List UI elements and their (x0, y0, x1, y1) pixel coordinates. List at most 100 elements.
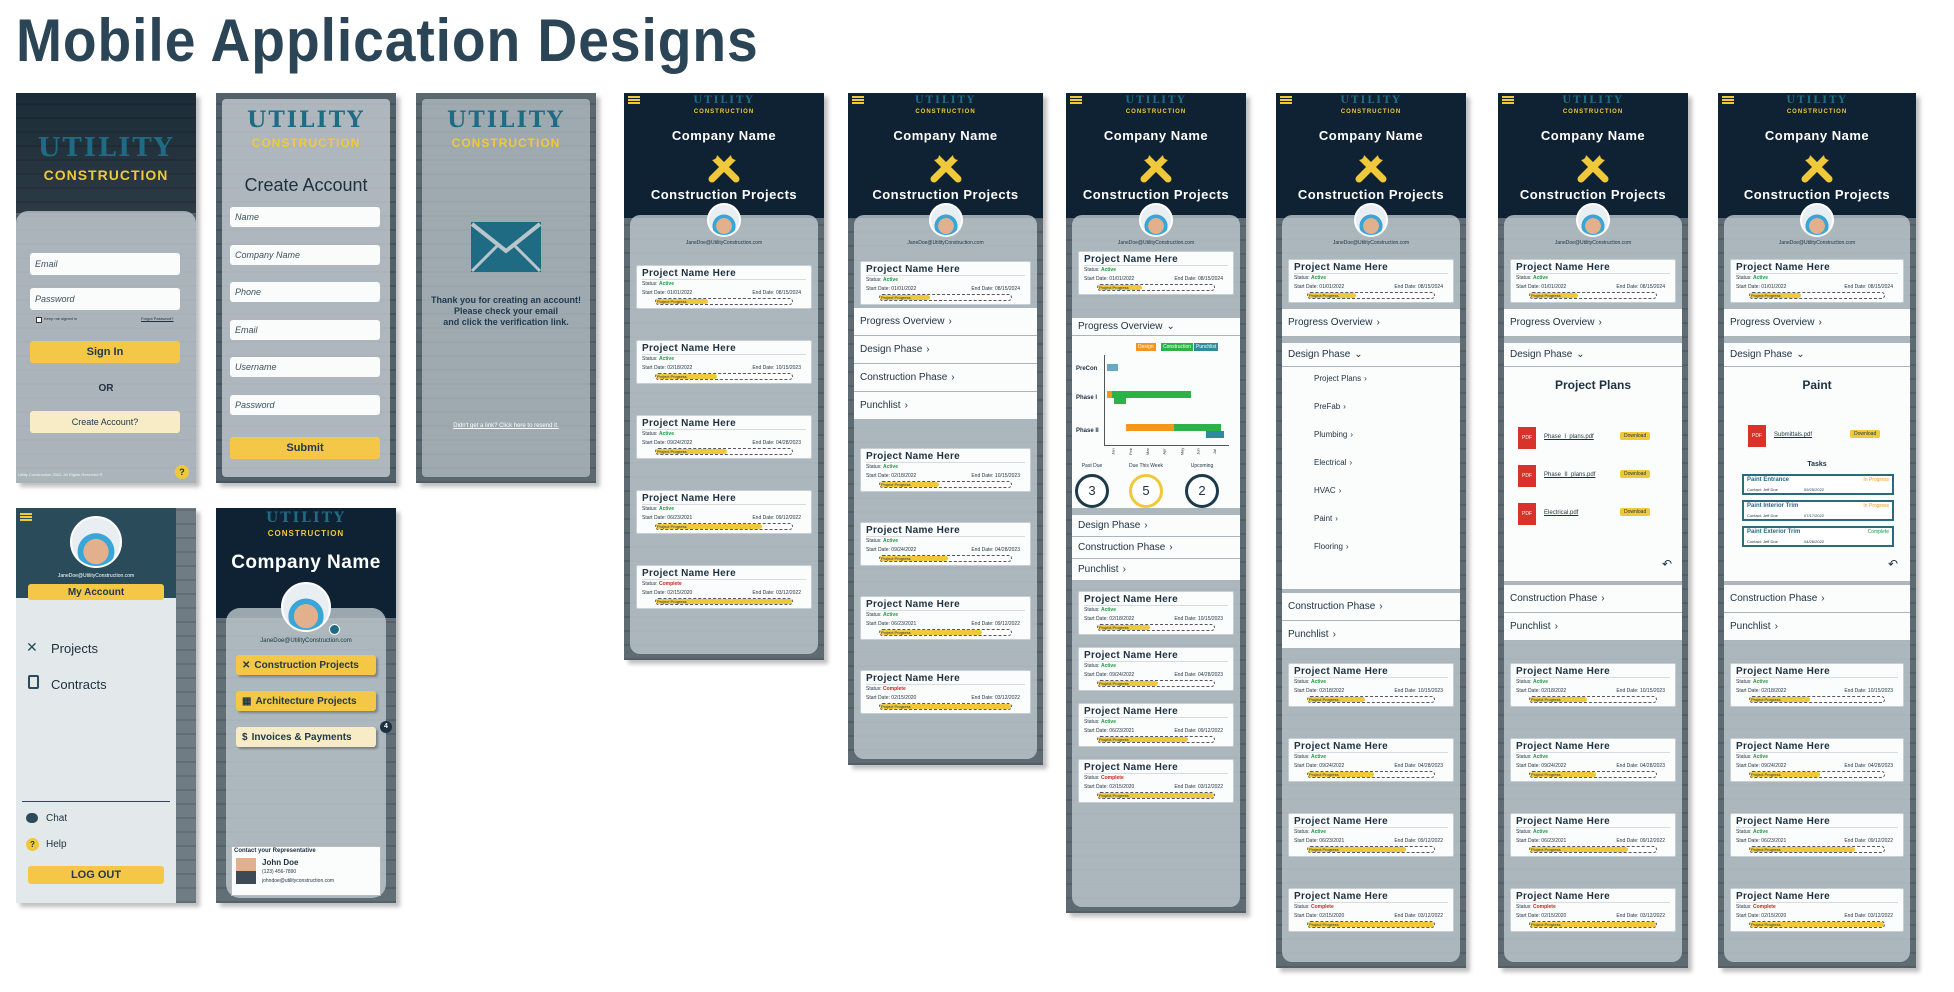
menu-icon[interactable] (1502, 96, 1514, 104)
design-item[interactable]: Paint› (1314, 514, 1338, 523)
design-item[interactable]: Project Plans› (1314, 374, 1367, 383)
help-menu-item[interactable]: Help (46, 839, 67, 850)
row-punch[interactable]: Punchlist› (1724, 613, 1910, 641)
row-design[interactable]: Design Phase⌄ (1504, 343, 1682, 367)
chat-menu-item[interactable]: Chat (46, 813, 68, 824)
row-punch[interactable]: Punchlist› (854, 392, 1037, 420)
camera-icon[interactable] (329, 624, 340, 635)
file-link[interactable]: Submittals.pdf (1774, 432, 1813, 438)
row-design[interactable]: Design Phase› (854, 336, 1037, 364)
row-design[interactable]: Design Phase⌄ (1282, 343, 1460, 367)
company-name-field[interactable]: Company Name (230, 245, 380, 265)
row-design[interactable]: Design Phase⌄ (1724, 343, 1910, 367)
design-item[interactable]: PreFab› (1314, 402, 1346, 411)
design-item[interactable]: Flooring› (1314, 542, 1349, 551)
design-item[interactable]: Plumbing› (1314, 430, 1354, 439)
my-account-button[interactable]: My Account (28, 584, 164, 600)
phone-field[interactable]: Phone (230, 282, 380, 302)
menu-icon[interactable] (1070, 96, 1082, 104)
email-field[interactable]: Email (30, 253, 180, 275)
design-item[interactable]: Electrical› (1314, 458, 1353, 467)
password-field[interactable]: Password (30, 288, 180, 310)
download-button[interactable]: Download (1620, 470, 1651, 478)
resend-link[interactable]: Didn't get a link? Click here to resend … (453, 423, 559, 429)
row-design[interactable]: Design Phase› (1072, 515, 1240, 537)
password-field[interactable]: Password (230, 395, 380, 415)
file-link[interactable]: Phase_I_plans.pdf (1544, 434, 1594, 440)
row-construction[interactable]: Construction Phase› (1282, 593, 1460, 621)
submit-button[interactable]: Submit (230, 437, 380, 459)
row-construction[interactable]: Construction Phase› (1504, 585, 1682, 613)
download-button[interactable]: Download (1850, 430, 1881, 438)
forgot-password-link[interactable]: Forgot Password? (141, 316, 174, 321)
menu-icon[interactable] (20, 513, 32, 521)
menu-icon[interactable] (1280, 96, 1292, 104)
row-overview[interactable]: Progress Overview› (854, 308, 1037, 336)
help-icon[interactable]: ? (175, 465, 189, 479)
username-field[interactable]: Username (230, 357, 380, 377)
row-punch[interactable]: Punchlist› (1072, 559, 1240, 581)
architecture-projects-button[interactable]: ▦Architecture Projects (236, 691, 376, 711)
menu-icon[interactable] (628, 96, 640, 104)
name-field[interactable]: Name (230, 207, 380, 227)
download-button[interactable]: Download (1620, 508, 1651, 516)
row-overview[interactable]: Progress Overview⌄ (1072, 318, 1240, 336)
logout-button[interactable]: LOG OUT (28, 866, 164, 884)
back-icon[interactable]: ↶ (1662, 557, 1673, 571)
file-link[interactable]: Phase_II_plans.pdf (1544, 472, 1596, 478)
invoices-payments-button[interactable]: $Invoices & Payments (236, 727, 376, 747)
contracts-menu-item[interactable]: Contracts (51, 677, 107, 692)
sign-in-button[interactable]: Sign In (30, 341, 180, 363)
menu-icon[interactable] (852, 96, 864, 104)
row-punch[interactable]: Punchlist› (1282, 621, 1460, 649)
file-link[interactable]: Electrical.pdf (1544, 510, 1579, 516)
design-item[interactable]: HVAC› (1314, 486, 1342, 495)
row-overview[interactable]: Progress Overview› (1724, 309, 1910, 337)
row-construction[interactable]: Construction Phase› (854, 364, 1037, 392)
back-icon[interactable]: ↶ (1888, 557, 1899, 571)
projects-menu-item[interactable]: Projects (51, 641, 98, 656)
row-overview[interactable]: Progress Overview› (1282, 309, 1460, 337)
row-overview[interactable]: Progress Overview› (1504, 309, 1682, 337)
row-punch[interactable]: Punchlist› (1504, 613, 1682, 641)
download-button[interactable]: Download (1620, 432, 1651, 440)
row-construction[interactable]: Construction Phase› (1724, 585, 1910, 613)
menu-icon[interactable] (1722, 96, 1734, 104)
create-account-button[interactable]: Create Account? (30, 411, 180, 433)
keep-signed-checkbox[interactable] (36, 317, 42, 323)
email-field[interactable]: Email (230, 320, 380, 340)
construction-projects-button[interactable]: ✕Construction Projects (236, 655, 376, 675)
